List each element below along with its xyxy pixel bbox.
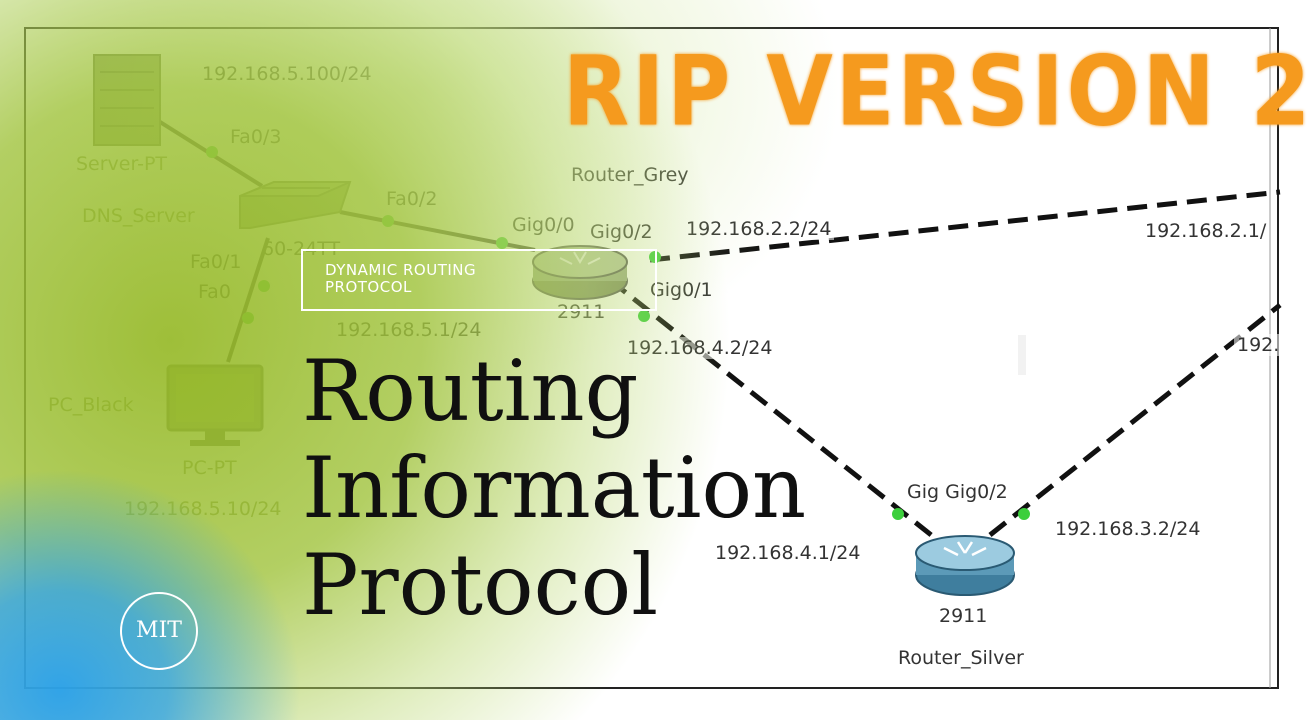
logo-badge: MIT xyxy=(120,592,198,670)
link-dot xyxy=(892,508,904,520)
badge-text: DYNAMIC ROUTING PROTOCOL xyxy=(325,261,477,296)
link-dot xyxy=(382,215,394,227)
router-grey-gig00: Gig0/0 xyxy=(512,214,575,236)
badge-box: DYNAMIC ROUTING PROTOCOL xyxy=(301,249,657,311)
right-g3-ip-label: 192. xyxy=(1234,334,1283,356)
link-dot xyxy=(206,146,218,158)
switch-port-fa01: Fa0/1 xyxy=(190,251,242,273)
router-silver-ports: Gig Gig0/2 xyxy=(907,481,1008,503)
server-icon xyxy=(93,54,161,146)
grey-lan-ip-label: 192.168.5.1/24 xyxy=(336,319,482,341)
server-name-label: DNS_Server xyxy=(82,205,195,227)
right-g2-ip-label: 192.168.2.1/ xyxy=(1142,220,1270,242)
router-silver-name: Router_Silver xyxy=(898,647,1024,669)
router-grey-gig02: Gig0/2 xyxy=(590,221,653,243)
switch-icon xyxy=(239,181,352,229)
logo-text: MIT xyxy=(136,618,182,643)
link-dot xyxy=(242,312,254,324)
pc-ip-label: 192.168.5.10/24 xyxy=(124,498,282,520)
headline: RIP VERSION 2 xyxy=(563,36,1314,148)
link-dot xyxy=(496,237,508,249)
grey-g02-ip-label: 192.168.2.2/24 xyxy=(683,218,835,240)
router-grey-name: Router_Grey xyxy=(571,164,689,186)
switch-port-fa02: Fa0/2 xyxy=(386,188,438,210)
faint-mark xyxy=(1018,335,1026,375)
main-title: Routing Information Protocol xyxy=(302,342,807,634)
router-grey-gig01: Gig0/1 xyxy=(650,279,713,301)
server-ip-label: 192.168.5.100/24 xyxy=(202,63,372,85)
pc-name-label: PC_Black xyxy=(48,394,134,416)
router-icon xyxy=(915,535,1015,596)
pc-port-fa0: Fa0 xyxy=(198,281,231,303)
server-port-label: Fa0/3 xyxy=(230,126,282,148)
link-dot xyxy=(258,280,270,292)
router-silver-model: 2911 xyxy=(939,605,988,627)
silver-g02-ip-label: 192.168.3.2/24 xyxy=(1052,518,1204,540)
server-type-label: Server-PT xyxy=(76,153,168,175)
link-dot xyxy=(1018,508,1030,520)
pc-type-label: PC-PT xyxy=(182,457,237,479)
link-dot xyxy=(638,310,650,322)
pc-icon xyxy=(166,364,264,446)
